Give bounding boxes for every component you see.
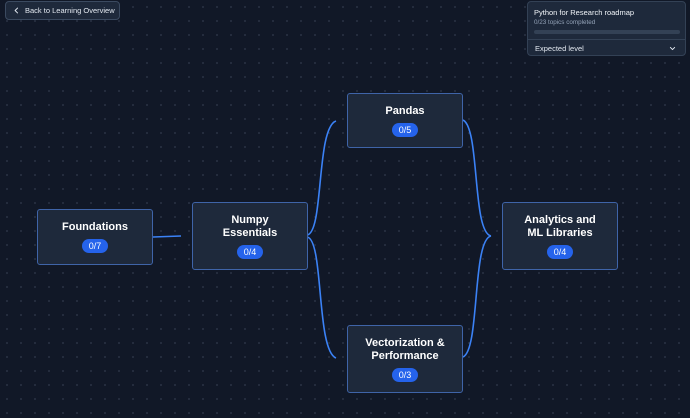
roadmap-topics-completed: 0/23 topics completed xyxy=(534,19,596,26)
node-foundations-progress-badge: 0/7 xyxy=(81,239,109,253)
node-analytics-title: Analytics and ML Libraries xyxy=(524,213,596,239)
node-analytics-progress-badge: 0/4 xyxy=(546,244,574,259)
edge-pandas-analytics xyxy=(462,119,492,237)
back-button-label: Back to Learning Overview xyxy=(25,6,115,15)
roadmap-title: Python for Research roadmap xyxy=(534,8,635,17)
node-vectorization-title: Vectorization & Performance xyxy=(365,336,445,362)
node-numpy-title: Numpy Essentials xyxy=(222,213,278,239)
edge-vectorization-analytics xyxy=(462,235,492,358)
edge-foundations-numpy xyxy=(152,235,182,238)
node-pandas-title: Pandas xyxy=(385,104,425,117)
expected-level-label: Expected level xyxy=(535,44,584,53)
expected-level-dropdown[interactable]: Expected level xyxy=(528,39,685,55)
node-vectorization-performance[interactable]: Vectorization & Performance 0/3 xyxy=(347,325,463,393)
node-pandas[interactable]: Pandas 0/5 xyxy=(347,93,463,148)
node-foundations-title: Foundations xyxy=(62,221,128,233)
edge-numpy-pandas xyxy=(306,120,337,236)
node-pandas-progress-badge: 0/5 xyxy=(391,122,419,137)
node-numpy-essentials[interactable]: Numpy Essentials 0/4 xyxy=(192,202,308,270)
node-numpy-progress-badge: 0/4 xyxy=(236,244,264,259)
node-foundations[interactable]: Foundations 0/7 xyxy=(37,209,153,265)
node-analytics-ml-libraries[interactable]: Analytics and ML Libraries 0/4 xyxy=(502,202,618,270)
back-to-learning-overview-button[interactable]: Back to Learning Overview xyxy=(5,1,120,20)
chevron-down-icon xyxy=(669,46,676,51)
chevron-left-icon xyxy=(14,7,19,14)
roadmap-progress-card: Python for Research roadmap 0/23 topics … xyxy=(527,1,686,56)
edge-numpy-vectorization xyxy=(306,236,337,359)
node-vectorization-progress-badge: 0/3 xyxy=(391,367,419,382)
roadmap-progress-bar xyxy=(534,30,680,34)
